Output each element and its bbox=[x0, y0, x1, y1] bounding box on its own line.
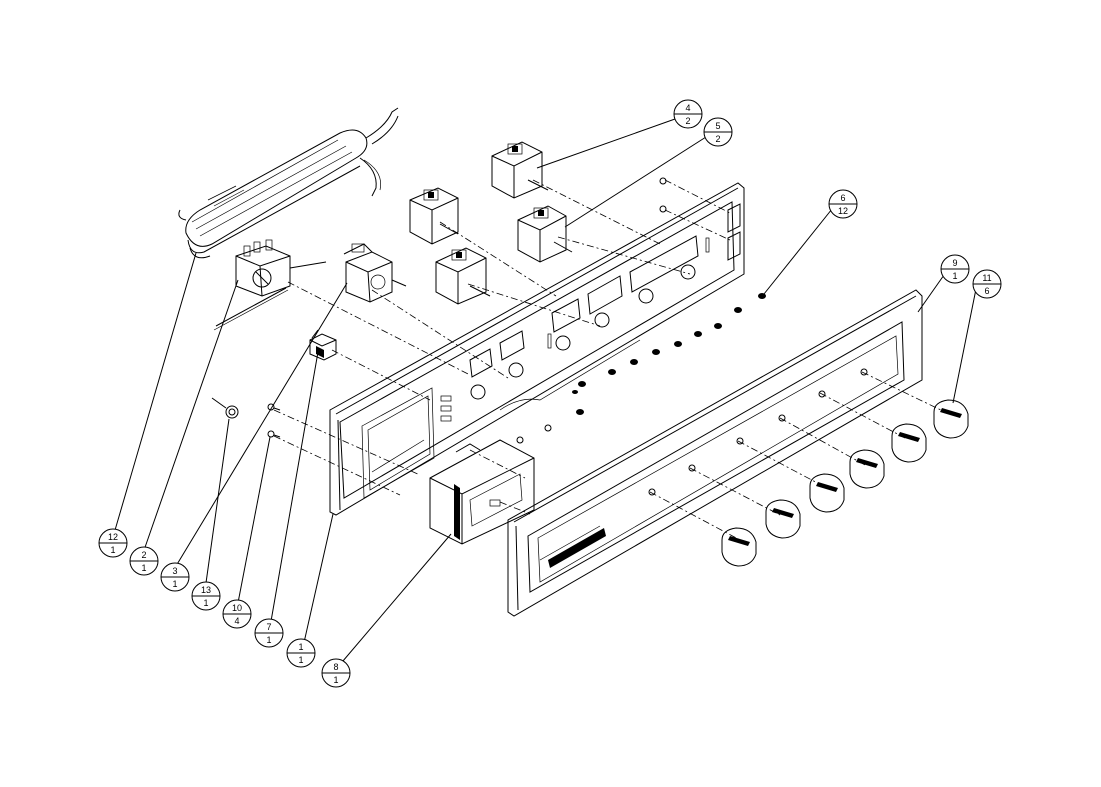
control-panel-part-1 bbox=[329, 182, 745, 516]
callout-2-top: 2 bbox=[141, 550, 146, 560]
assembly-axes bbox=[273, 179, 946, 541]
callout-11: 11 6 bbox=[972, 269, 1002, 299]
callout-4-top: 4 bbox=[685, 103, 690, 113]
bushings-part-6 bbox=[572, 293, 766, 415]
thermostat-part-2 bbox=[213, 239, 327, 331]
knob-3 bbox=[809, 473, 845, 513]
callout-1: 1 1 bbox=[286, 638, 316, 668]
callout-9-top: 9 bbox=[952, 258, 957, 268]
knob-4 bbox=[849, 449, 885, 489]
callout-13-bottom: 1 bbox=[203, 598, 208, 608]
callout-6-bottom: 12 bbox=[838, 206, 848, 216]
callout-1-bottom: 1 bbox=[298, 655, 303, 665]
callout-2-bottom: 1 bbox=[141, 563, 146, 573]
callout-11-bottom: 6 bbox=[984, 286, 989, 296]
knob-1 bbox=[721, 527, 757, 567]
callout-3-top: 3 bbox=[172, 566, 177, 576]
leader-lines bbox=[112, 118, 977, 669]
callout-8-bottom: 1 bbox=[333, 675, 338, 685]
regulators-part-4-5 bbox=[409, 141, 573, 305]
knob-6 bbox=[933, 399, 969, 439]
callout-5-top: 5 bbox=[715, 121, 720, 131]
callout-6-top: 6 bbox=[840, 193, 845, 203]
knob-5 bbox=[891, 423, 927, 463]
callout-9: 9 1 bbox=[940, 254, 970, 284]
callout-7-bottom: 1 bbox=[266, 635, 271, 645]
callout-balloons: 4 2 5 2 6 12 9 1 11 6 12 1 bbox=[98, 99, 1002, 688]
callout-12: 12 1 bbox=[98, 528, 128, 558]
callout-12-top: 12 bbox=[108, 532, 118, 542]
knob-2 bbox=[765, 499, 801, 539]
timer-part-3 bbox=[343, 243, 407, 303]
callout-5: 5 2 bbox=[703, 117, 733, 147]
callout-13-top: 13 bbox=[201, 585, 211, 595]
callout-2: 2 1 bbox=[129, 546, 159, 576]
callout-9-bottom: 1 bbox=[952, 271, 957, 281]
callout-8-top: 8 bbox=[333, 662, 338, 672]
callout-3-bottom: 1 bbox=[172, 579, 177, 589]
heating-element-part-12 bbox=[178, 107, 399, 259]
callout-1-top: 1 bbox=[298, 642, 303, 652]
callout-4-bottom: 2 bbox=[685, 116, 690, 126]
knobs-part-11 bbox=[721, 399, 969, 567]
callout-6: 6 12 bbox=[828, 189, 858, 219]
callout-12-bottom: 1 bbox=[110, 545, 115, 555]
spring-part-13 bbox=[211, 397, 239, 419]
switch-part-7 bbox=[309, 329, 337, 361]
callout-4: 4 2 bbox=[673, 99, 703, 129]
callout-11-top: 11 bbox=[982, 273, 991, 283]
callout-7: 7 1 bbox=[254, 618, 284, 648]
callout-13: 13 1 bbox=[191, 581, 221, 611]
callout-7-top: 7 bbox=[266, 622, 271, 632]
callout-8: 8 1 bbox=[321, 658, 351, 688]
callout-5-bottom: 2 bbox=[715, 134, 720, 144]
callout-10-bottom: 4 bbox=[234, 616, 239, 626]
callout-10-top: 10 bbox=[232, 603, 242, 613]
screws-part-10 bbox=[267, 403, 281, 438]
display-module-part-8 bbox=[429, 439, 535, 545]
front-panel-part-9 bbox=[507, 289, 923, 617]
callout-10: 10 4 bbox=[222, 599, 252, 629]
callout-3: 3 1 bbox=[160, 562, 190, 592]
panel-screws bbox=[516, 177, 667, 444]
